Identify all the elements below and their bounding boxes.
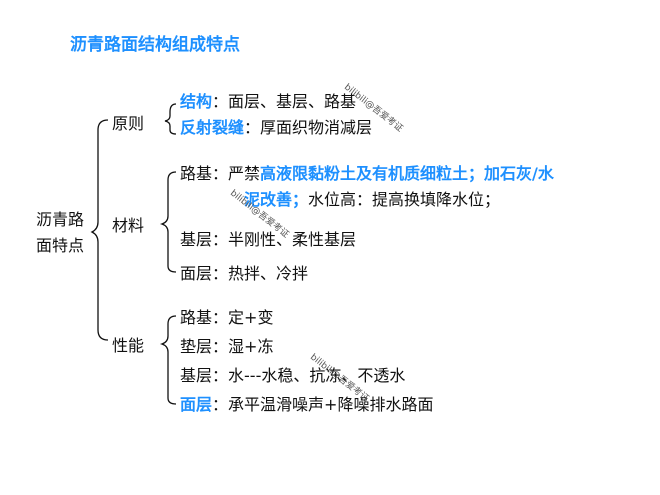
item-sep: ： (212, 264, 229, 283)
performance-brace (159, 315, 177, 405)
item-key: 反射裂缝 (180, 118, 245, 137)
principle-item-1: 结构：面层、基层、路基 (180, 92, 356, 112)
item-sep: ： (212, 164, 229, 183)
item-key: 面层 (180, 395, 213, 414)
item-sep: ： (212, 395, 229, 414)
performance-item-4: 面层：承平温滑噪声+降噪排水路面 (180, 395, 433, 415)
material-item-3: 面层：热拌、冷拌 (180, 264, 308, 284)
main-brace (90, 119, 109, 341)
material-brace (159, 171, 177, 273)
item-text: 水---水稳、抗冻、不透水 (228, 366, 406, 385)
item-text: 厚面织物消减层 (260, 118, 373, 137)
item-sep: ： (212, 230, 229, 249)
root-node: 沥青路 面特点 (36, 207, 106, 259)
item-key: 基层 (180, 230, 213, 249)
material-item-1-line-1: 路基：严禁高液限黏粉土及有机质细粒土；加石灰/水 (180, 164, 554, 184)
item-text: 热拌、冷拌 (228, 264, 309, 283)
root-line-2: 面特点 (36, 236, 85, 255)
material-item-2: 基层：半刚性、柔性基层 (180, 230, 356, 250)
branch-principle-label: 原则 (112, 114, 145, 133)
performance-item-2: 垫层：湿+冻 (180, 337, 273, 357)
item-sep: ： (212, 308, 229, 327)
performance-item-3: 基层：水---水稳、抗冻、不透水 (180, 366, 405, 386)
material-item-1-line-2: 泥改善；水位高：提高换填降水位； (244, 190, 500, 210)
item-text: 面层、基层、路基 (228, 92, 357, 111)
principle-brace (164, 103, 177, 135)
branch-material-label: 材料 (112, 216, 145, 235)
item-text: 承平温滑噪声+降噪排水路面 (228, 395, 434, 414)
item-key: 面层 (180, 264, 213, 283)
item-highlight-2: 泥改善； (244, 190, 309, 209)
principle-item-2: 反射裂缝：厚面织物消减层 (180, 118, 372, 138)
diagram-title: 沥青路面结构组成特点 (70, 35, 240, 55)
item-text: 湿+冻 (228, 337, 274, 356)
item-text: 定+变 (228, 308, 274, 327)
item-key: 结构 (180, 92, 213, 111)
item-text: 半刚性、柔性基层 (228, 230, 357, 249)
item-sep: ： (212, 366, 229, 385)
item-pre: 严禁 (228, 164, 261, 183)
item-sep: ： (212, 92, 229, 111)
item-key: 路基 (180, 308, 213, 327)
item-key: 路基 (180, 164, 213, 183)
item-sep: ： (244, 118, 261, 137)
item-sep: ： (212, 337, 229, 356)
item-highlight-1: 高液限黏粉土及有机质细粒土；加石灰/水 (260, 164, 554, 183)
performance-item-1: 路基：定+变 (180, 308, 273, 328)
item-post: 水位高：提高换填降水位； (308, 190, 501, 209)
item-key: 基层 (180, 366, 213, 385)
branch-performance-label: 性能 (112, 336, 145, 355)
item-key: 垫层 (180, 337, 213, 356)
root-line-1: 沥青路 (36, 210, 85, 229)
